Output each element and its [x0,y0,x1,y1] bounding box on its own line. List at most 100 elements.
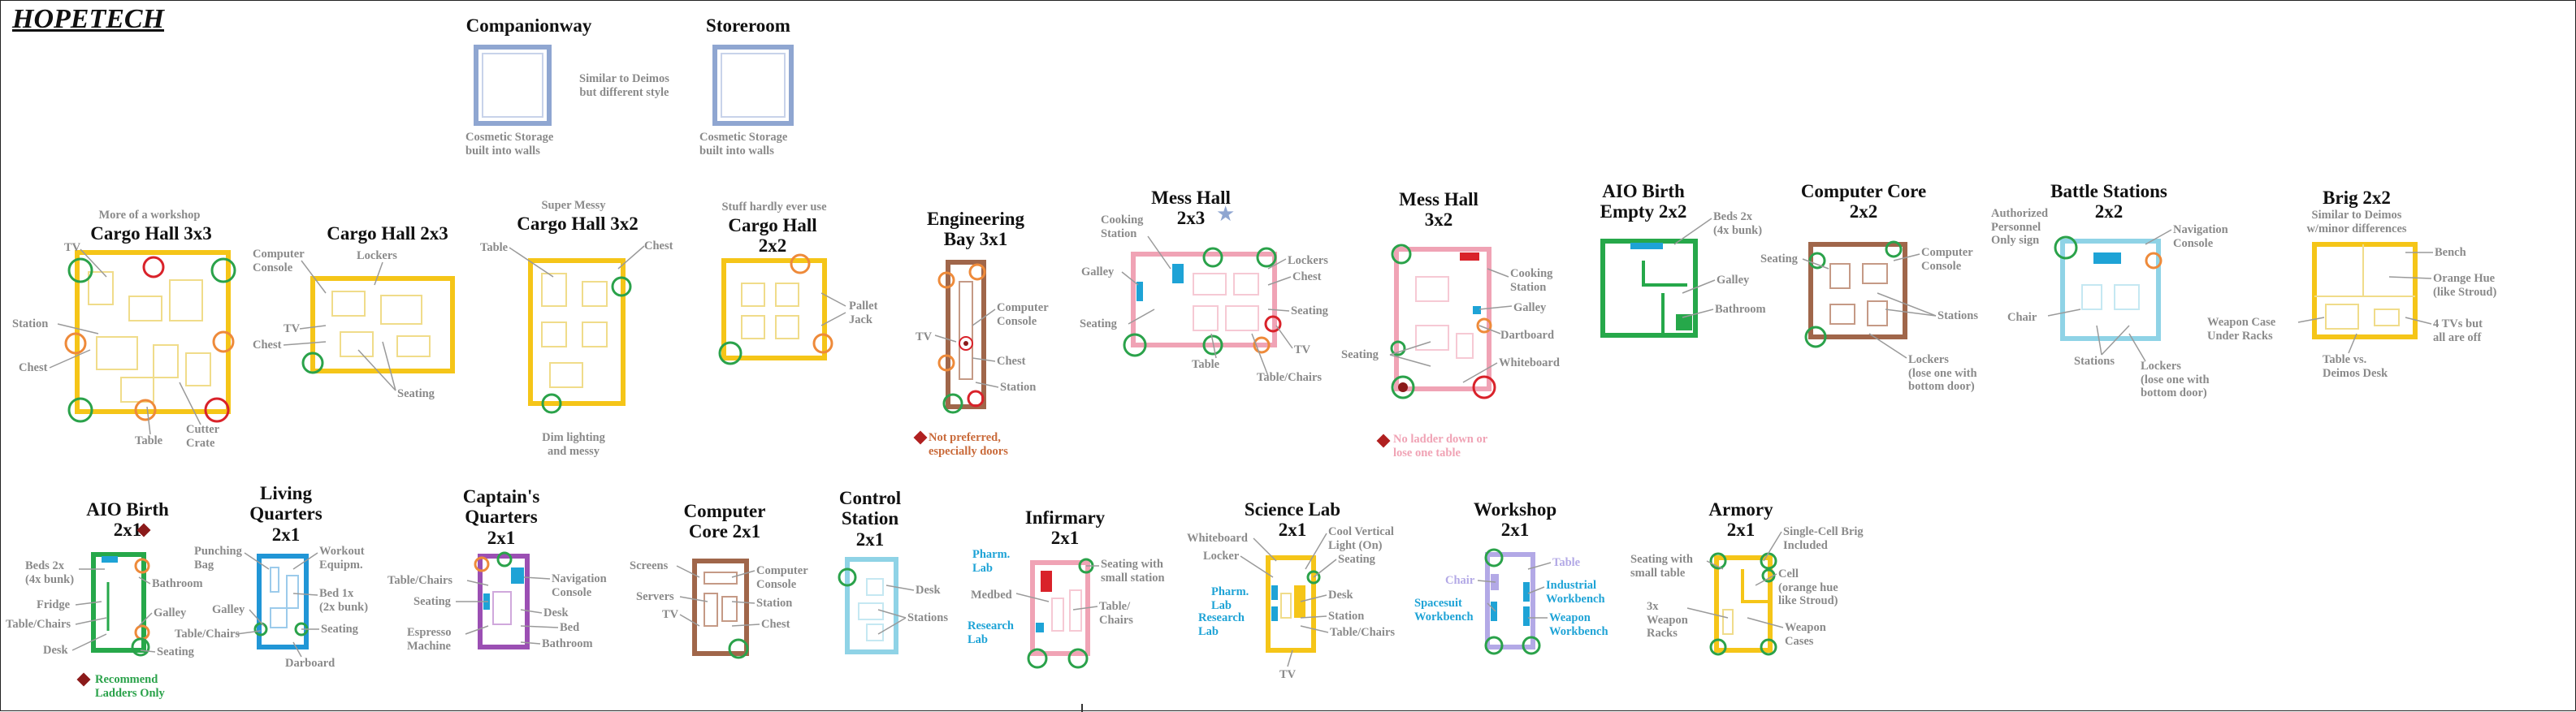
core-2x2-label-lockers: Lockers (lose one with bottom door) [1908,353,1977,394]
armory-label-weapon-racks: 3x Weapon Racks [1647,600,1688,641]
mess-3x2-room [1390,244,1496,399]
cargo-2x3-room [301,276,455,374]
engineering-title: Engineering Bay 3x1 [926,209,1025,250]
armory-title: Armory 2x1 [1708,499,1773,541]
core-2x1-label-servers: Servers [636,590,674,603]
mess-2x3-label-tv: TV [1294,343,1311,356]
science-title: Science Lab 2x1 [1244,499,1341,541]
mess-2x3-label-seating-left: Seating [1080,317,1117,330]
science-label-desk: Desk [1328,589,1353,602]
aio-2x1-label-desk: Desk [43,644,68,657]
cargo-2x3-label-computer-console: Computer Console [253,248,305,274]
cargo-3x2-label-chest: Chest [644,239,673,252]
aio-2x2-label-beds: Beds 2x (4x bunk) [1713,210,1763,237]
engineering-room [937,260,986,414]
aio-2x1-label-galley: Galley [154,606,187,619]
mess-2x3-label-chest: Chest [1292,270,1322,283]
core-2x1-room [692,559,749,659]
armory-label-cell: Cell (orange hue like Stroud) [1778,567,1838,608]
infirmary-label-pharm-lab: Pharm. Lab [972,548,1011,575]
battle-room [2054,235,2163,341]
captain-label-navigation-console: Navigation Console [552,572,607,599]
aio-2x1-label-table-chairs: Table/Chairs [6,618,71,631]
mess-2x3-label-lockers: Lockers [1288,254,1328,267]
science-label-seating: Seating [1338,553,1375,566]
science-label-vertical-light: Cool Vertical Light (On) [1328,525,1394,552]
captain-label-bed: Bed [560,621,580,634]
science-label-pharm-lab: Pharm. Lab [1211,585,1249,612]
infirmary-label-medbed: Medbed [971,589,1012,602]
aio-2x2-label-galley: Galley [1717,274,1750,287]
storage-note: Similar to Deimos but different style [579,72,669,99]
aio-2x1-label-bathroom: Bathroom [152,577,203,590]
armory-label-seating-table: Seating with small table [1630,553,1693,580]
aio-2x1-label-seating: Seating [157,645,194,658]
living-label-darboard: Darboard [285,657,336,670]
brig-2x2-title: Brig 2x2 [2323,188,2391,208]
engineering-label-station: Station [1000,381,1037,394]
mess-2x3-title: Mess Hall 2x3 [1151,188,1231,229]
aio-2x2-title: AIO Birth Empty 2x2 [1600,181,1687,222]
mess-2x3-label-table: Table [1192,358,1220,371]
brig-2x2-label-table: Table vs. Deimos Desk [2323,353,2388,380]
cargo-3x2-subtitle: Super Messy [541,199,606,212]
core-2x1-title: Computer Core 2x1 [683,501,766,542]
living-label-seating: Seating [321,623,358,636]
workshop-label-table: Table [1552,556,1581,569]
cargo-2x3-label-chest: Chest [253,339,282,352]
brig-2x2-label-weapon-case: Weapon Case Under Racks [2207,316,2276,343]
captain-label-table-chairs: Table/Chairs [387,574,453,587]
workshop-title: Workshop 2x1 [1473,499,1557,541]
engineering-label-chest: Chest [997,355,1026,368]
brig-2x2-subtitle: Similar to Deimos w/minor differences [2306,209,2407,235]
mess-2x3-label-cooking-station: Cooking Station [1101,214,1144,240]
cargo-3x3-label-station: Station [12,317,49,330]
core-2x1-label-screens: Screens [630,559,669,572]
battle-title: Battle Stations 2x2 [2050,181,2167,222]
star-icon: ★ [1216,202,1236,227]
storeroom-room [712,45,794,126]
infirmary-label-table-chairs: Table/ Chairs [1099,600,1133,627]
science-label-table-chairs: Table/Chairs [1330,626,1396,639]
mess-2x3-room [1123,247,1282,357]
cargo-3x2-label-table: Table [480,241,509,254]
aio-2x1-label-fridge: Fridge [37,598,71,611]
living-label-bed: Bed 1x (2x bunk) [319,587,369,614]
engineering-label-computer-console: Computer Console [997,301,1049,328]
mess-3x2-note: No ladder down or lose one table [1393,433,1488,460]
workshop-label-industrial-workbench: Industrial Workbench [1546,579,1605,606]
aio-2x1-label-beds: Beds 2x (4x bunk) [25,559,75,586]
companionway-room [474,45,552,126]
captain-label-espresso: Espresso Machine [407,626,452,653]
living-room [253,554,309,649]
core-2x2-title: Computer Core 2x2 [1800,181,1927,222]
core-2x2-label-stations: Stations [1937,309,1978,322]
science-room [1266,555,1321,653]
science-label-station: Station [1328,610,1365,623]
living-title: Living Quarters 2x1 [249,483,323,545]
infirmary-title: Infirmary 2x1 [1024,507,1106,549]
companionway-note: Cosmetic Storage built into walls [465,131,554,158]
workshop-label-chair: Chair [1445,574,1475,587]
cargo-2x2-label-pallet-jack: Pallet Jack [849,300,878,326]
text-cursor-icon [1081,704,1083,712]
core-2x1-label-tv: TV [662,608,679,621]
core-2x2-label-seating: Seating [1760,252,1798,265]
science-label-whiteboard: Whiteboard [1187,532,1248,545]
science-label-tv: TV [1279,668,1297,681]
cargo-2x3-label-seating: Seating [397,387,435,400]
mess-2x3-label-seating-right: Seating [1291,304,1328,317]
workshop-label-weapon-workbench: Weapon Workbench [1549,611,1608,638]
living-label-workout: Workout Equipm. [319,545,365,572]
aio-2x1-title: AIO Birth 2x1 [86,499,169,541]
armory-label-single-cell-brig: Single-Cell Brig Included [1783,525,1864,552]
control-label-stations: Stations [907,611,948,624]
science-label-locker: Locker [1203,550,1240,563]
living-label-punching-bag: Punching Bag [194,545,242,572]
cargo-3x3-label-tv: TV [64,241,81,254]
mess-2x3-label-galley: Galley [1081,265,1115,278]
brig-2x2-label-bench: Bench [2435,246,2466,259]
battle-label-lockers: Lockers (lose one with bottom door) [2141,360,2210,400]
aio-2x2-label-bathroom: Bathroom [1715,303,1766,316]
infirmary-label-research-lab: Research Lab [968,619,1014,646]
